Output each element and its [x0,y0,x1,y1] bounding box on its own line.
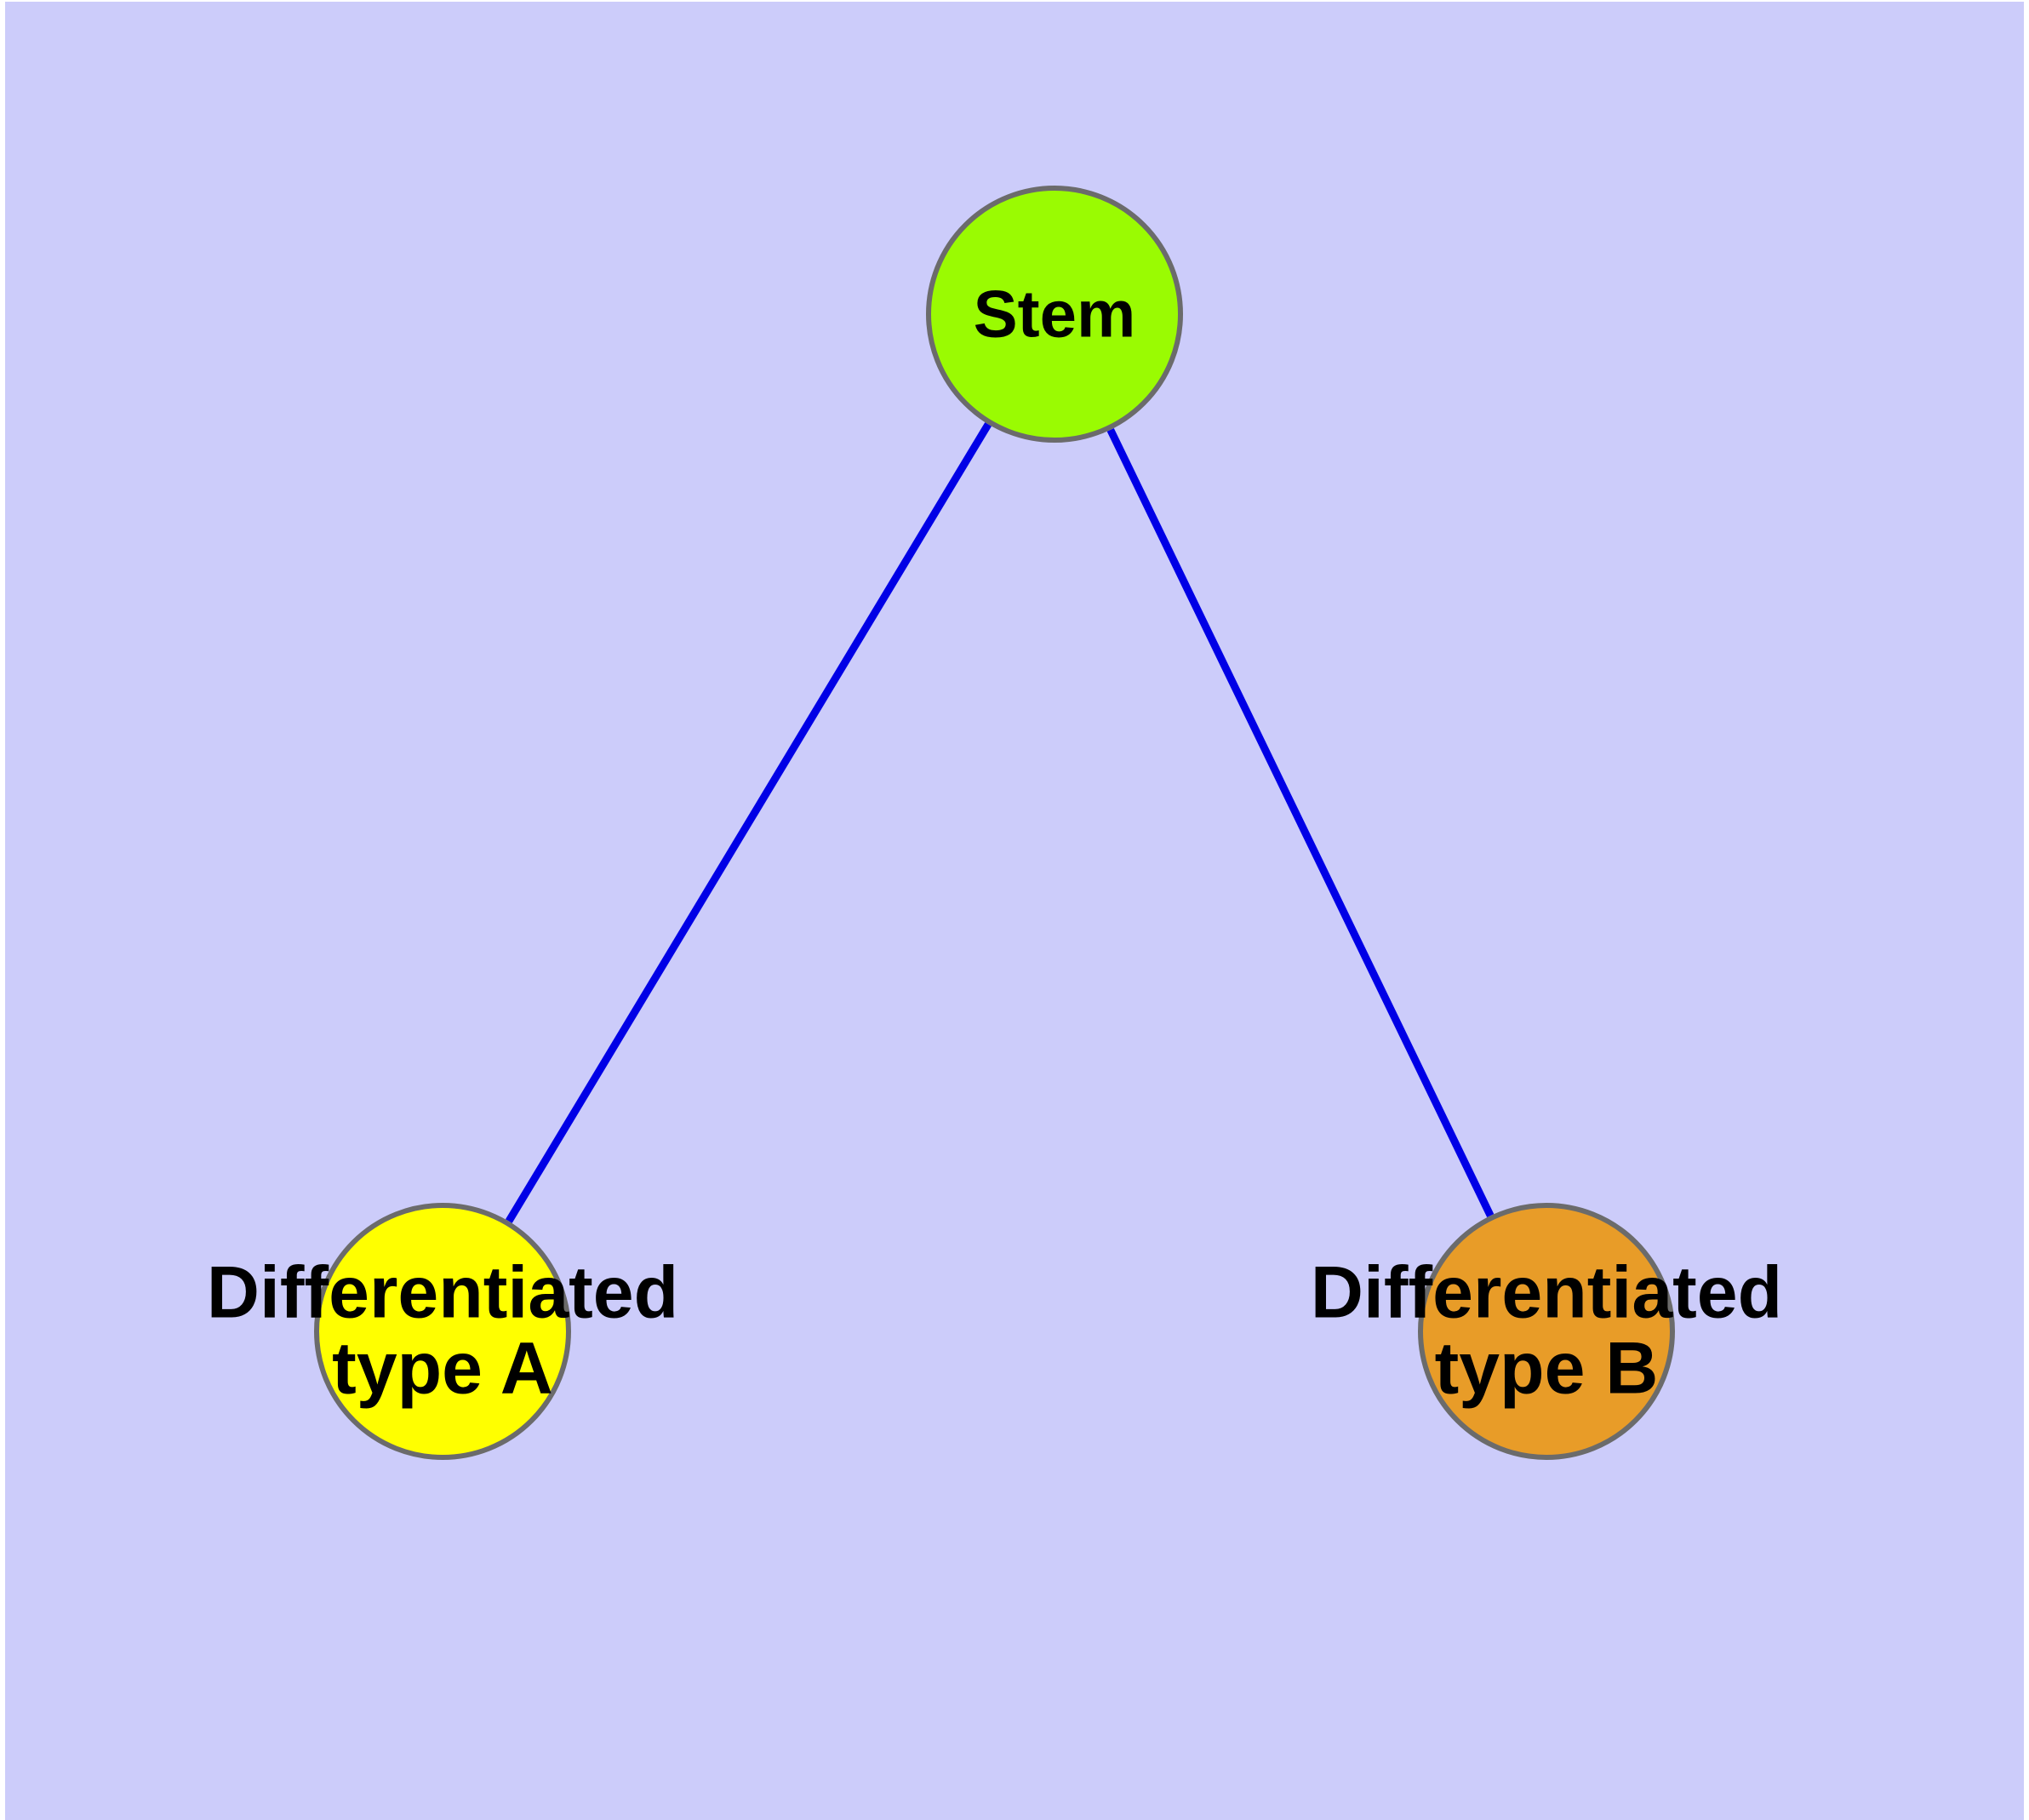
edge-layer [505,422,1495,1223]
graph-edge [505,422,992,1223]
graph-node-stem[interactable] [926,186,1183,443]
node-layer [314,186,1675,1460]
graph-node-diff_b[interactable] [1418,1203,1675,1460]
graph-edge [1106,427,1495,1218]
graph-node-diff_a[interactable] [314,1203,571,1460]
